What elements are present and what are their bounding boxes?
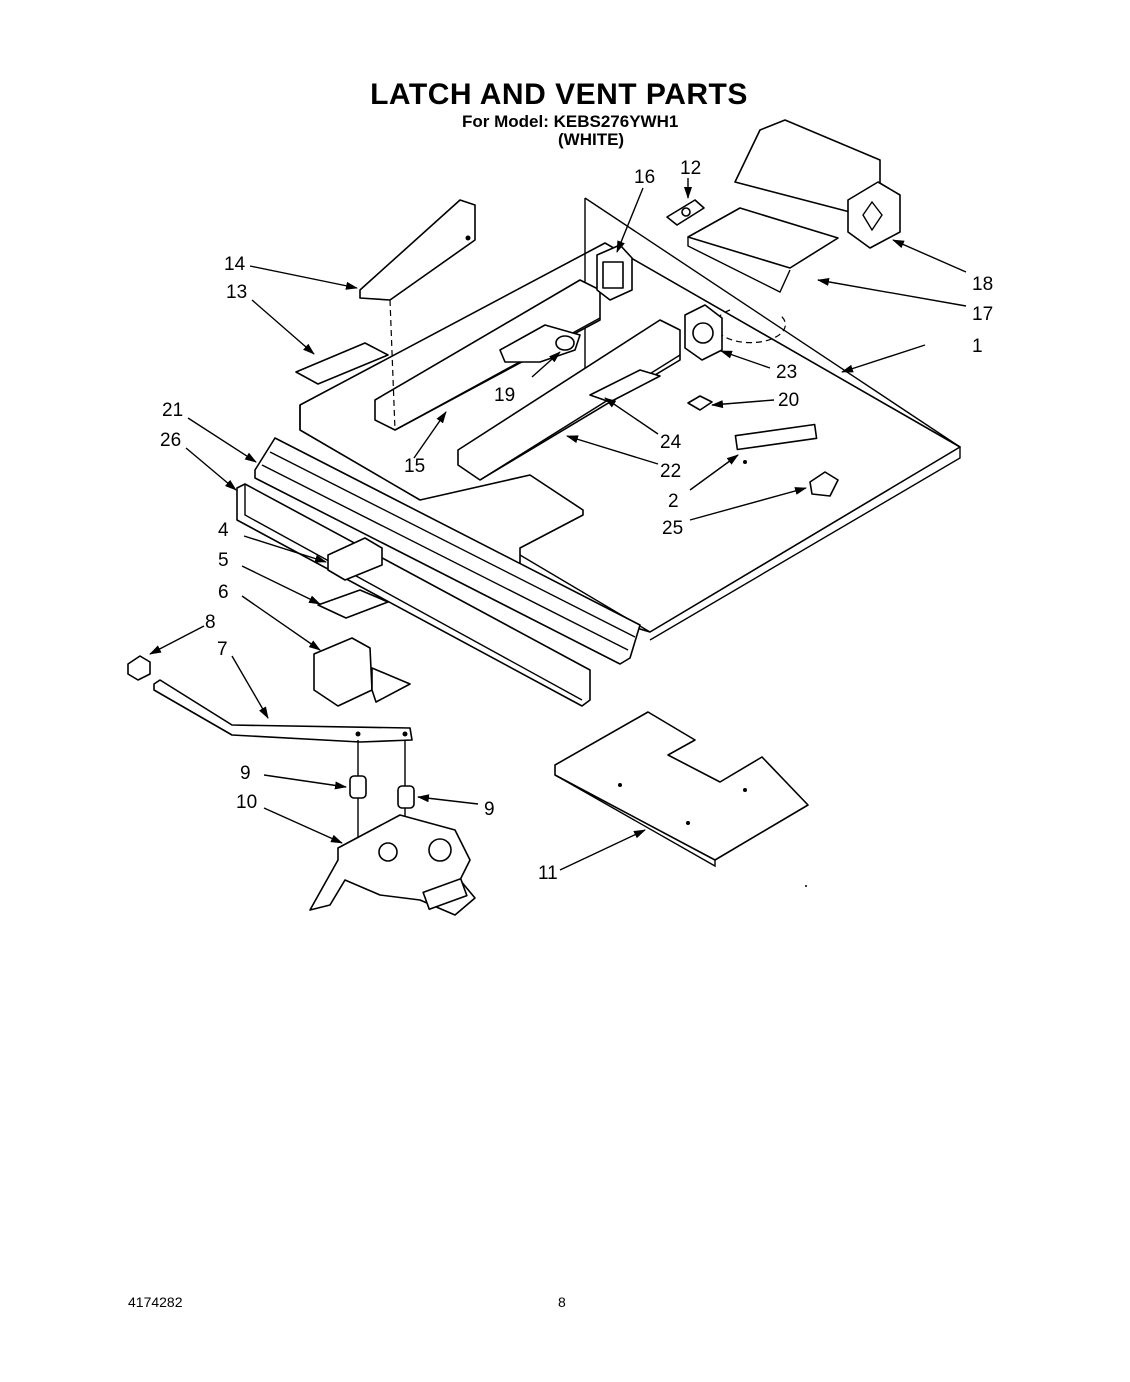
part-10-latch-assembly xyxy=(309,814,476,916)
part-14-duct xyxy=(359,199,476,301)
callout-2: 2 xyxy=(668,491,679,512)
callout-9-left: 9 xyxy=(240,763,251,784)
callout-15: 15 xyxy=(404,456,425,477)
part-7-latch-arm xyxy=(153,679,413,743)
part-8-bumper xyxy=(127,655,151,681)
part-17-bracket-plate xyxy=(687,207,839,293)
part-9-spacer-right xyxy=(397,785,415,809)
callout-4: 4 xyxy=(218,520,229,541)
part-13-plate xyxy=(295,342,389,385)
leader-lines xyxy=(149,178,967,871)
page-title: LATCH AND VENT PARTS xyxy=(370,78,748,111)
part-4-switch xyxy=(327,537,383,581)
callout-6: 6 xyxy=(218,582,229,603)
callout-23: 23 xyxy=(776,362,797,383)
callout-12: 12 xyxy=(680,158,701,179)
callout-20: 20 xyxy=(778,390,799,411)
part-2-terminal-block xyxy=(734,423,818,464)
callout-26: 26 xyxy=(160,430,181,451)
document-number: 4174282 xyxy=(128,1294,183,1310)
part-18-blower-motor xyxy=(734,119,901,249)
callout-1: 1 xyxy=(972,336,983,357)
part-24-clip xyxy=(589,369,661,403)
callout-9-right: 9 xyxy=(484,799,495,820)
part-9-spacer-left xyxy=(349,775,367,799)
part-11-bottom-plate xyxy=(554,711,809,868)
callout-19: 19 xyxy=(494,385,515,406)
callout-21: 21 xyxy=(162,400,183,421)
callout-25: 25 xyxy=(662,518,683,539)
callout-13: 13 xyxy=(226,282,247,303)
callout-16: 16 xyxy=(634,167,655,188)
callout-18: 18 xyxy=(972,274,993,295)
callout-10: 10 xyxy=(236,792,257,813)
part-6-bracket xyxy=(313,637,411,707)
part-26-strip xyxy=(236,483,591,707)
callout-numbers: 1 2 4 5 6 7 8 9 9 10 11 12 13 14 15 16 1… xyxy=(160,158,993,884)
part-12-clip xyxy=(666,199,705,226)
callout-17: 17 xyxy=(972,304,993,325)
part-25-clamp xyxy=(809,471,839,497)
callout-7: 7 xyxy=(217,639,228,660)
model-line: For Model: KEBS276YWH1 xyxy=(462,112,679,131)
callout-8: 8 xyxy=(205,612,216,633)
part-5-plate xyxy=(317,589,389,619)
part-16-square-vent xyxy=(596,244,633,301)
color-line: (WHITE) xyxy=(558,130,625,149)
callout-11: 11 xyxy=(538,863,558,884)
part-21-front-trim xyxy=(254,437,641,665)
callout-22: 22 xyxy=(660,461,681,482)
callout-24: 24 xyxy=(660,432,682,453)
part-23-round-vent xyxy=(684,304,723,361)
page-number: 8 xyxy=(558,1294,566,1310)
callout-14: 14 xyxy=(224,254,246,275)
callout-5: 5 xyxy=(218,550,229,571)
